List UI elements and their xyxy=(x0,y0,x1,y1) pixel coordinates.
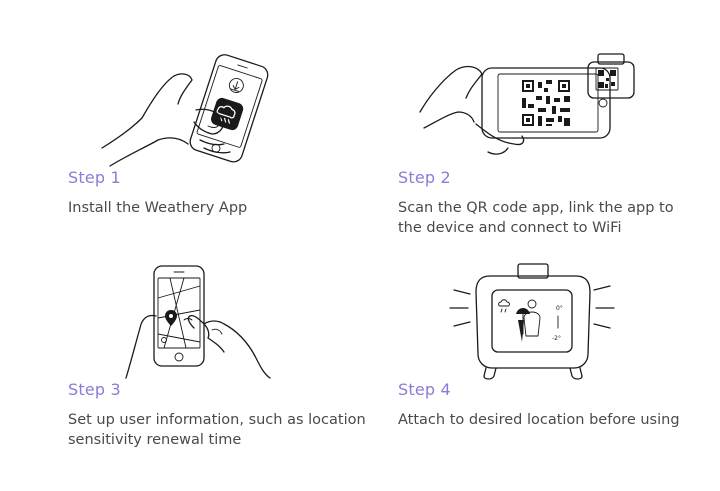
step-description: Install the Weathery App xyxy=(68,200,248,216)
step-title: Step 2 xyxy=(398,168,451,187)
step-description: Set up user information, such as locatio… xyxy=(68,412,366,448)
step-description: Attach to desired location before using xyxy=(398,412,680,428)
step-title: Step 4 xyxy=(398,380,451,399)
svg-text:0°: 0° xyxy=(556,305,563,312)
svg-text:-2°: -2° xyxy=(552,335,561,342)
phone-scan-qr-icon xyxy=(418,52,648,170)
phone-map-location-icon xyxy=(124,258,274,380)
step-description: Scan the QR code app, link the app to th… xyxy=(398,200,674,236)
step-title: Step 1 xyxy=(68,168,121,187)
step-title: Step 3 xyxy=(68,380,121,399)
phone-install-app-icon xyxy=(100,48,280,170)
weather-device-icon: 0° -2° xyxy=(446,260,618,382)
